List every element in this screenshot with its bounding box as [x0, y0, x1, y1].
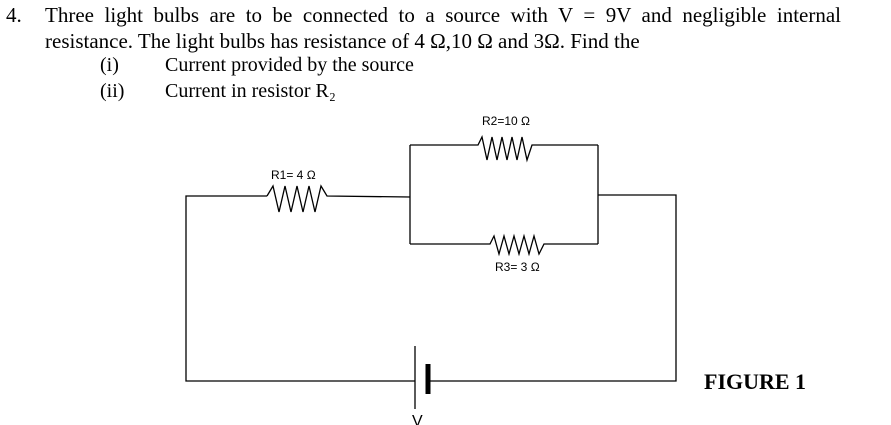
- subquestion-1-text: Current provided by the source: [165, 54, 414, 76]
- wire-left: [185, 195, 415, 382]
- resistor-r2: [410, 135, 598, 163]
- question-line-1: Three light bulbs are to be connected to…: [45, 3, 841, 27]
- r1-label: R1= 4 Ω: [271, 168, 316, 182]
- subquestion-2-number: (ii): [100, 80, 125, 102]
- r3-label: R3= 3 Ω: [495, 260, 540, 274]
- question-line-2: resistance. The light bulbs has resistan…: [45, 29, 640, 53]
- resistor-r3: [410, 233, 598, 257]
- source-label: V: [412, 413, 423, 425]
- question-text: Three light bulbs are to be connected to…: [45, 2, 841, 54]
- r2-label: R2=10 Ω: [482, 114, 530, 128]
- resistor-r1: [266, 184, 411, 213]
- subquestion-1-number: (i): [100, 54, 119, 76]
- subquestion-2-text: Current in resistor R₂: [165, 80, 336, 102]
- question-number: 4.: [6, 3, 22, 27]
- wire-right: [430, 194, 677, 382]
- figure-label: FIGURE 1: [704, 369, 807, 394]
